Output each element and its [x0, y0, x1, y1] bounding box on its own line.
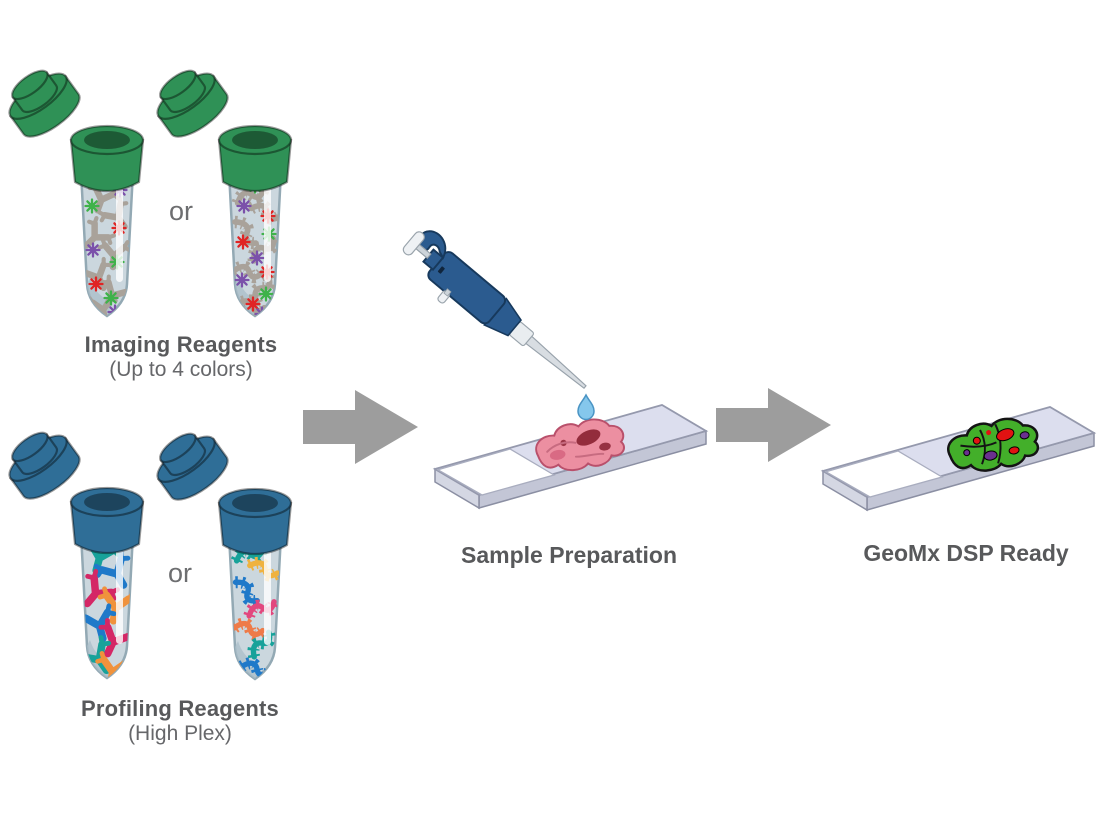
- geomx-dsp-ready-caption: GeoMx DSP Ready: [863, 540, 1069, 566]
- droplet-icon: [577, 393, 595, 421]
- flow-arrow-icon-left: [303, 390, 418, 464]
- or-label-imaging: or: [168, 196, 194, 226]
- profiling-reagents-title: Profiling Reagents: [81, 696, 279, 721]
- profiling-reagents-subtitle: (High Plex): [128, 722, 232, 745]
- profiling-tube-antibodies: [0, 418, 145, 687]
- imaging-reagents-title: Imaging Reagents: [84, 332, 278, 357]
- sample-preparation-caption: Sample Preparation: [460, 542, 678, 568]
- geomx-tissue: [943, 412, 1044, 478]
- imaging-tube-probes: [144, 56, 293, 320]
- imaging-tube-antibodies: [0, 56, 145, 322]
- pipette-icon: [402, 230, 587, 390]
- sample-tissue: [531, 413, 629, 478]
- imaging-reagents-subtitle: (Up to 4 colors): [109, 358, 253, 381]
- flow-arrow-icon-right: [716, 388, 831, 462]
- profiling-tube-probes: [144, 419, 293, 679]
- or-label-profiling: or: [167, 558, 193, 588]
